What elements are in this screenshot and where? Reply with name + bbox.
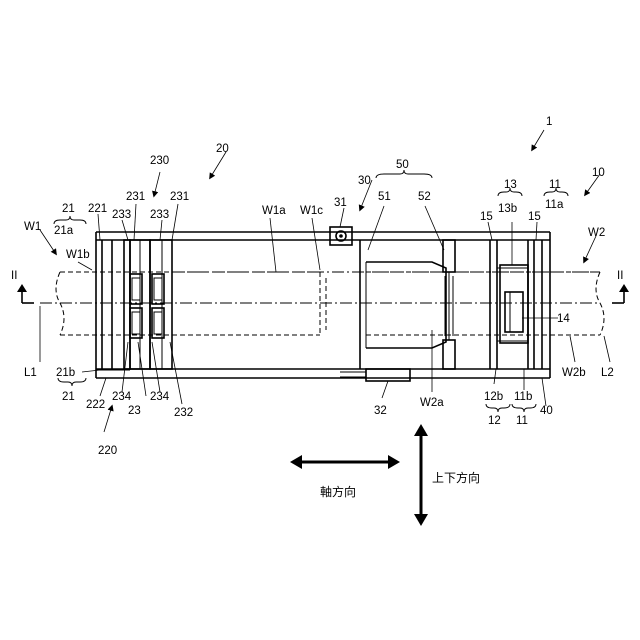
label-W2: W2 (588, 227, 605, 239)
label-11b: 11b (514, 391, 532, 403)
label-31: 31 (334, 197, 347, 209)
left-end-unit (96, 240, 130, 370)
direction-arrows (290, 424, 428, 526)
label-234-right: 234 (150, 391, 170, 403)
label-30: 30 (358, 175, 371, 187)
label-15-right: 15 (528, 211, 541, 223)
label-51: 51 (378, 191, 391, 203)
brake-unit (130, 240, 172, 369)
label-20: 20 (216, 143, 229, 155)
label-32: 32 (374, 405, 387, 417)
middle-unit (330, 227, 455, 381)
label-21a: 21a (54, 225, 74, 237)
label-L1: L1 (24, 367, 37, 379)
label-21-top: 21 (62, 203, 75, 215)
label-L2: L2 (601, 367, 614, 379)
label-231-right: 231 (170, 191, 189, 203)
label-vertical-direction: 上下方向 (432, 470, 480, 485)
label-sec-right: II (617, 270, 623, 282)
label-12: 12 (488, 415, 501, 427)
label-14: 14 (557, 313, 570, 325)
label-W2b: W2b (562, 367, 586, 379)
label-222: 222 (86, 399, 105, 411)
label-13: 13 (504, 179, 517, 191)
label-1: 1 (546, 116, 552, 128)
label-sec-left: II (11, 270, 17, 282)
label-52: 52 (418, 191, 431, 203)
label-220: 220 (98, 445, 117, 457)
label-232: 232 (174, 407, 193, 419)
right-end-unit (490, 240, 542, 369)
label-21-bot: 21 (62, 391, 75, 403)
label-12b: 12b (484, 391, 503, 403)
label-233-left: 233 (112, 209, 131, 221)
label-W1b: W1b (66, 249, 90, 261)
label-234-left: 234 (112, 391, 132, 403)
right-workpiece (366, 272, 604, 335)
reference-labels: 1 10 11 11a 13 13b 15 15 14 W2 W2b L2 12… (11, 116, 623, 499)
label-W1c: W1c (300, 205, 323, 217)
label-11-top: 11 (549, 179, 561, 191)
label-15-left: 15 (480, 211, 493, 223)
label-23: 23 (128, 405, 141, 417)
label-233-right: 233 (150, 209, 169, 221)
label-13b: 13b (498, 203, 517, 215)
label-40: 40 (540, 405, 553, 417)
label-50: 50 (396, 159, 409, 171)
leader-lines (40, 130, 610, 432)
label-21b: 21b (56, 367, 75, 379)
label-W1a: W1a (262, 205, 286, 217)
label-230: 230 (150, 155, 169, 167)
label-axial-direction: 軸方向 (320, 484, 356, 499)
label-11a: 11a (545, 199, 564, 211)
section-markers (17, 284, 629, 303)
main-frame (96, 232, 550, 378)
label-W1: W1 (24, 221, 41, 233)
label-231-left: 231 (126, 191, 145, 203)
label-221: 221 (88, 203, 107, 215)
label-11-bot: 11 (516, 415, 528, 427)
label-10: 10 (592, 167, 605, 179)
label-W2a: W2a (420, 397, 444, 409)
